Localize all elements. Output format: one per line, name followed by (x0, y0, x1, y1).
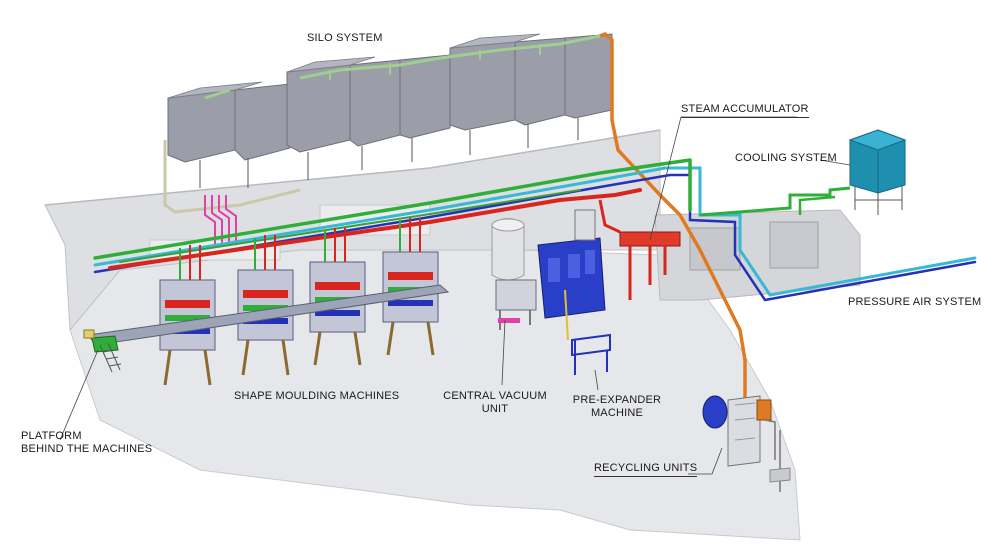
callout-preexpander (594, 369, 599, 391)
silo-return-pipe (163, 140, 301, 214)
silo-5 (399, 54, 451, 139)
callout-vacuum (501, 319, 506, 386)
orange-pipe (599, 31, 747, 400)
label-central-vacuum-unit: CENTRAL VACUUM UNIT (440, 390, 550, 416)
cooling-pipe-2 (798, 195, 836, 215)
silo-3 (286, 64, 351, 153)
label-pre-expander-line2: MACHINE (590, 407, 644, 419)
silo-4 (349, 59, 401, 147)
platform-stairs (99, 342, 122, 373)
recycling-units (702, 395, 791, 492)
label-shape-moulding-machines: SHAPE MOULDING MACHINES (234, 390, 400, 402)
silo-2 (234, 83, 291, 161)
label-platform-line1: PLATFORM (21, 430, 82, 442)
label-pre-expander: PRE-EXPANDER MACHINE (572, 394, 662, 420)
pre-expander-frame (571, 333, 611, 375)
silo-1 (167, 89, 236, 163)
wall-top-edge (44, 129, 661, 206)
label-recycling-units: RECYCLING UNITS (594, 462, 698, 477)
cooling-pipe (699, 186, 851, 217)
silo-7 (514, 37, 566, 126)
label-steam-accumulator: STEAM ACCUMULATOR (681, 103, 809, 118)
label-central-vacuum-line1: CENTRAL VACUUM (443, 390, 547, 402)
silo-feed-pipe (204, 34, 601, 100)
annex-box-2 (769, 221, 819, 269)
pipe-green (93, 158, 692, 260)
pre-expander-machine (537, 209, 611, 375)
label-platform: PLATFORM BEHIND THE MACHINES (21, 430, 152, 456)
platform (83, 284, 450, 373)
pipe-green-2 (119, 189, 581, 263)
label-pressure-air-system: PRESSURE AIR SYSTEM (848, 296, 982, 308)
moulding-machine-1 (159, 279, 216, 386)
label-cooling-system: COOLING SYSTEM (735, 152, 837, 164)
cooling-tower (848, 129, 907, 215)
silo-hoppers (199, 118, 579, 188)
machine-top-pipework (179, 218, 421, 280)
silo-system (167, 33, 613, 163)
label-silo-system: SILO SYSTEM (307, 32, 383, 44)
callout-cooling (819, 159, 851, 166)
callout-platform (59, 349, 99, 441)
pink-pipes (204, 195, 237, 245)
silo-feed-pipe-branches (329, 44, 541, 80)
label-platform-line2: BEHIND THE MACHINES (21, 443, 153, 455)
label-pre-expander-line1: PRE-EXPANDER (572, 394, 662, 406)
silo-tops (167, 33, 541, 99)
silo-8 (564, 33, 613, 119)
central-vacuum-unit (491, 218, 537, 330)
pipe-cyan (93, 166, 977, 297)
label-central-vacuum-line2: UNIT (481, 403, 509, 415)
callout-recycling (688, 447, 723, 475)
pipe-rack (93, 158, 977, 302)
pipe-red (108, 188, 642, 270)
